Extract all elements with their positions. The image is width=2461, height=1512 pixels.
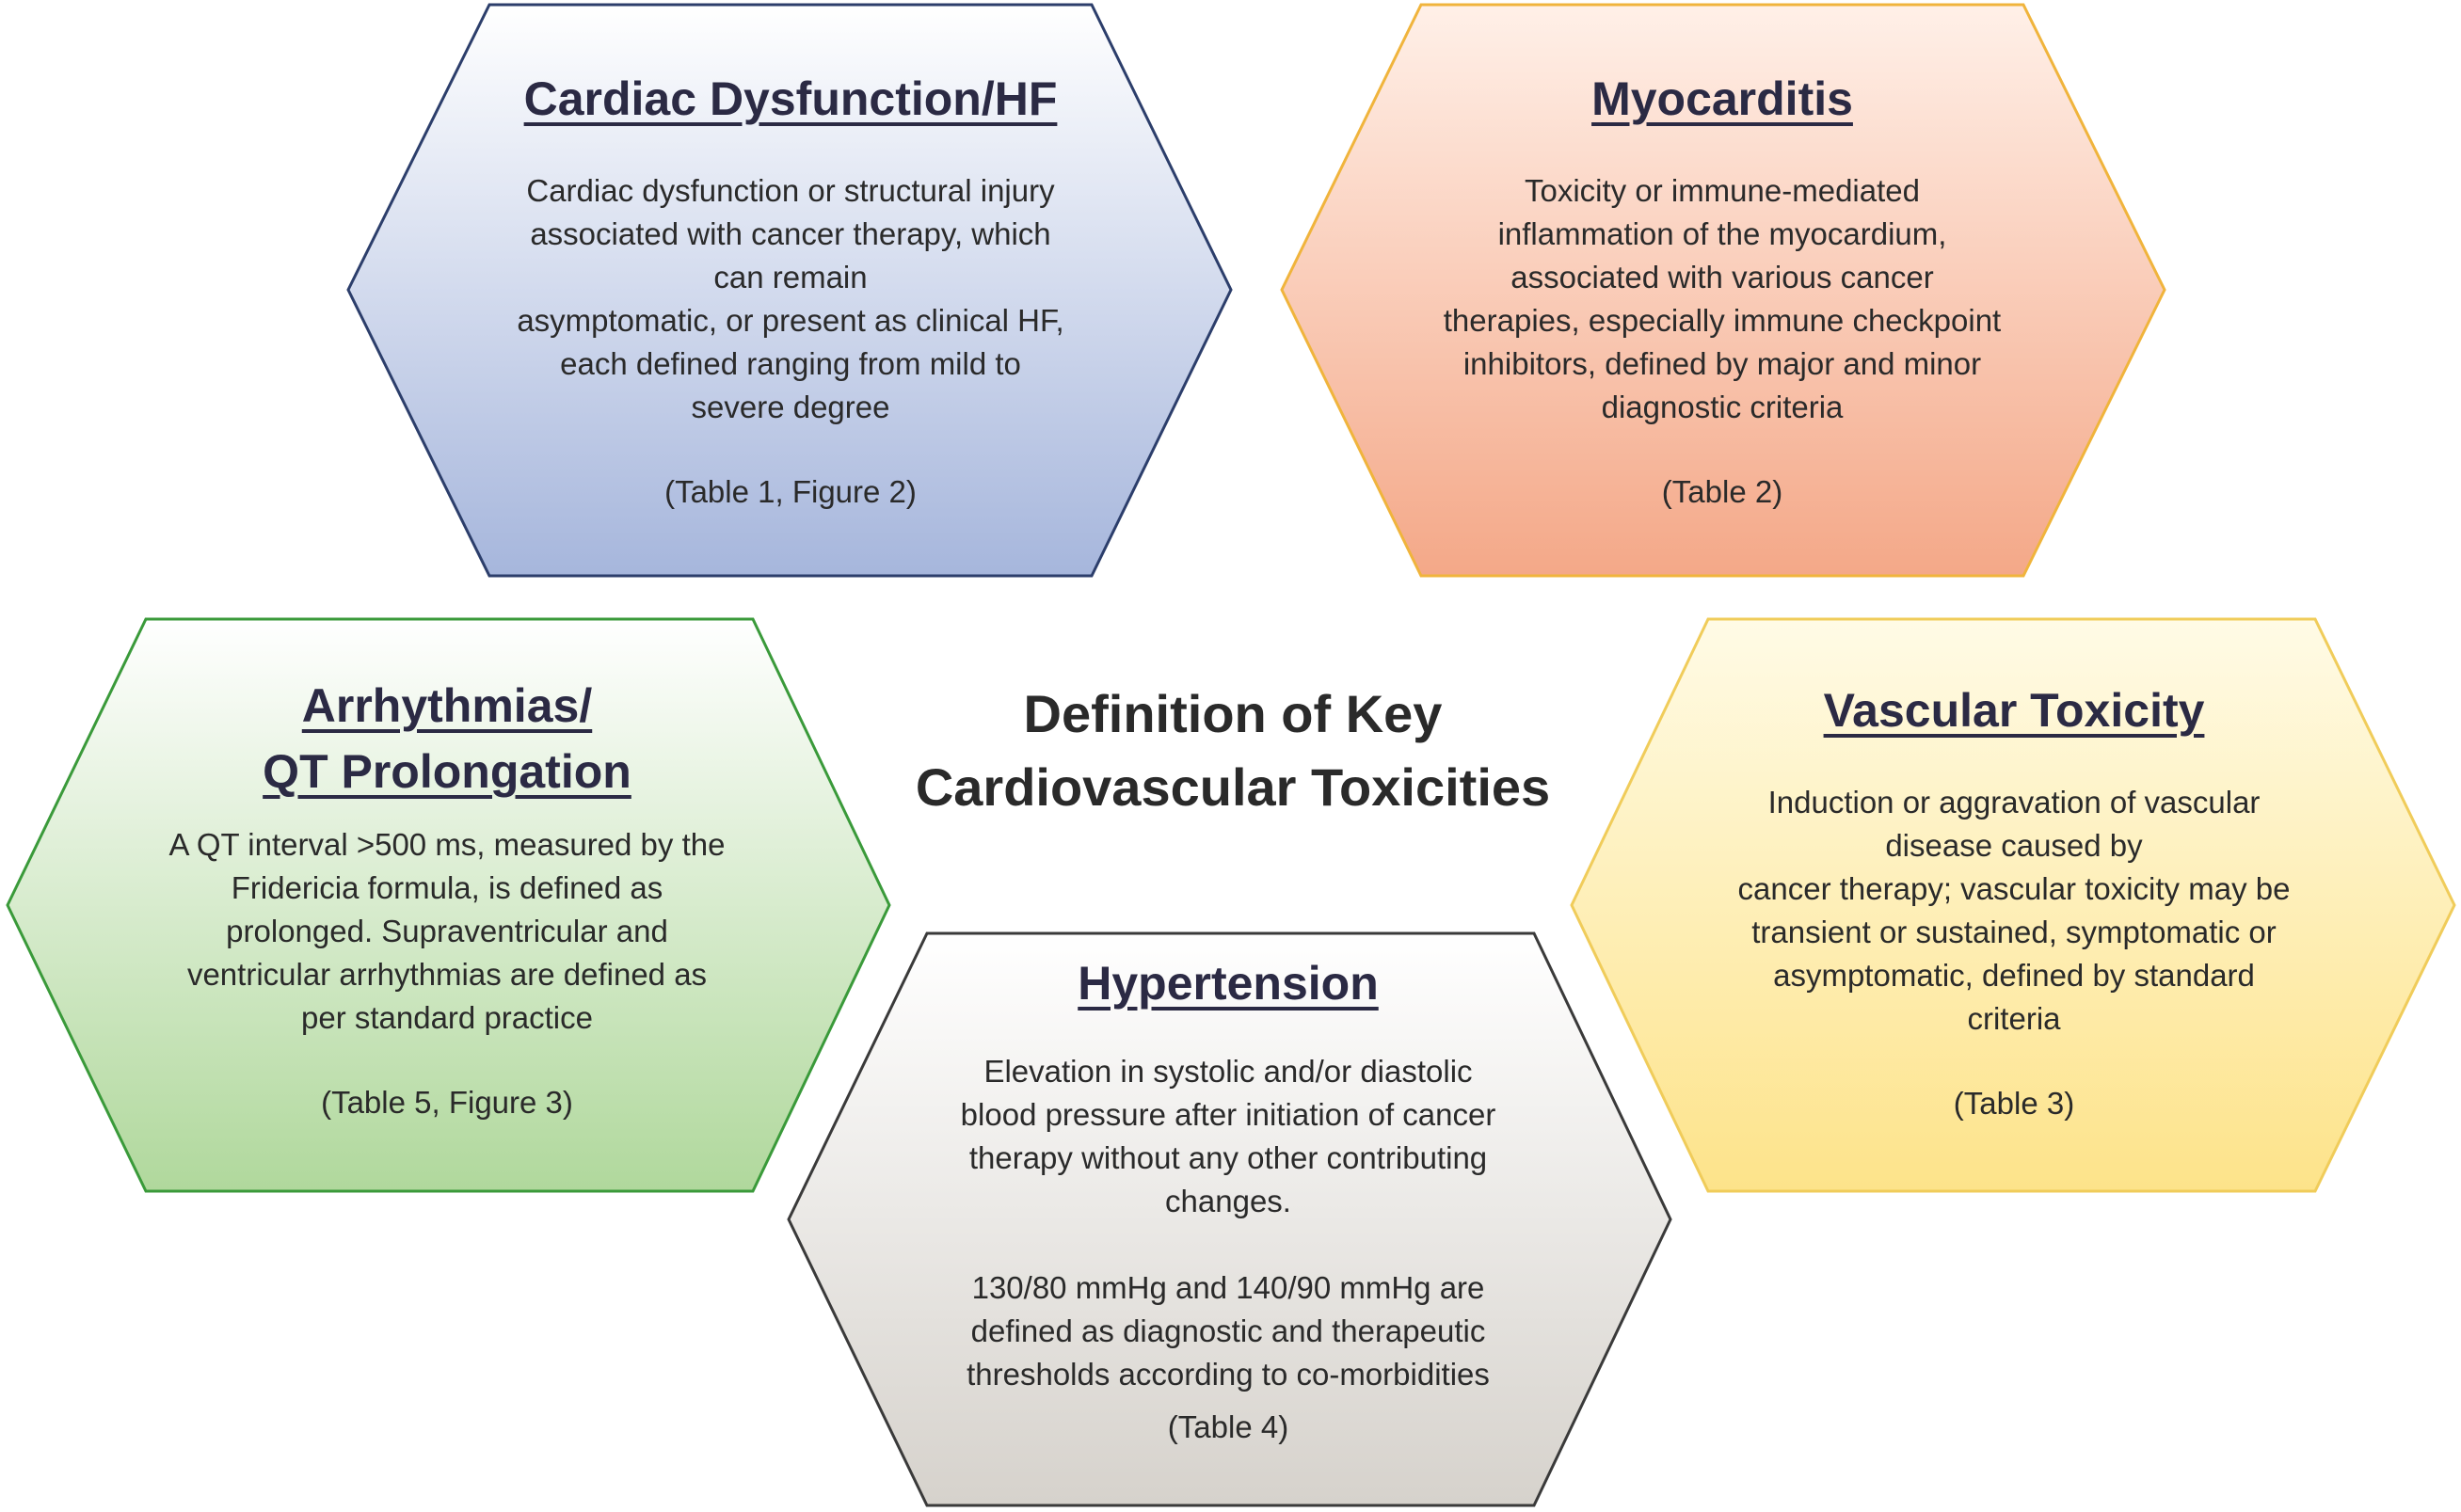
arrhythmia-description: A QT interval >500 ms, measured by the F… bbox=[168, 827, 726, 1035]
myocarditis-reference: (Table 2) bbox=[1661, 474, 1783, 509]
cardiac-title: Cardiac Dysfunction/HF bbox=[523, 72, 1058, 125]
myocarditis-description: Toxicity or immune-mediated inflammation… bbox=[1443, 173, 2002, 424]
hexagon-myocarditis bbox=[1280, 3, 2166, 578]
vascular-description: Induction or aggravation of vascular dis… bbox=[1737, 785, 2291, 1036]
vascular-reference: (Table 3) bbox=[1953, 1086, 2075, 1121]
cardiac-reference: (Table 1, Figure 2) bbox=[664, 474, 917, 509]
hexagon-cardiac bbox=[346, 3, 1233, 578]
myocarditis-title: Myocarditis bbox=[1591, 72, 1853, 125]
hexagon-vascular-content: Vascular Toxicity Induction or aggravati… bbox=[1694, 677, 2334, 1125]
hexagon-arrhythmia bbox=[6, 617, 891, 1193]
hypertension-title: Hypertension bbox=[1078, 957, 1379, 1010]
hypertension-reference: (Table 4) bbox=[1167, 1409, 1289, 1444]
hexagon-myocarditis-content: Myocarditis Toxicity or immune-mediated … bbox=[1402, 66, 2042, 514]
arrhythmia-title: Arrhythmias/ QT Prolongation bbox=[263, 679, 631, 798]
hexagon-cardiac-content: Cardiac Dysfunction/HF Cardiac dysfuncti… bbox=[471, 66, 1111, 514]
vascular-title: Vascular Toxicity bbox=[1823, 684, 2205, 737]
hexagon-arrhythmia-content: Arrhythmias/ QT Prolongation A QT interv… bbox=[127, 673, 767, 1124]
hexagon-vascular bbox=[1570, 617, 2456, 1193]
hexagon-hypertension-content: Hypertension Elevation in systolic and/o… bbox=[908, 950, 1548, 1449]
center-title: Definition of Key Cardiovascular Toxicit… bbox=[915, 684, 1551, 817]
cardiac-description: Cardiac dysfunction or structural injury… bbox=[517, 173, 1064, 424]
hexagon-hypertension bbox=[787, 931, 1672, 1507]
arrhythmia-reference: (Table 5, Figure 3) bbox=[321, 1085, 573, 1120]
hypertension-description: Elevation in systolic and/or diastolic b… bbox=[960, 1054, 1496, 1392]
